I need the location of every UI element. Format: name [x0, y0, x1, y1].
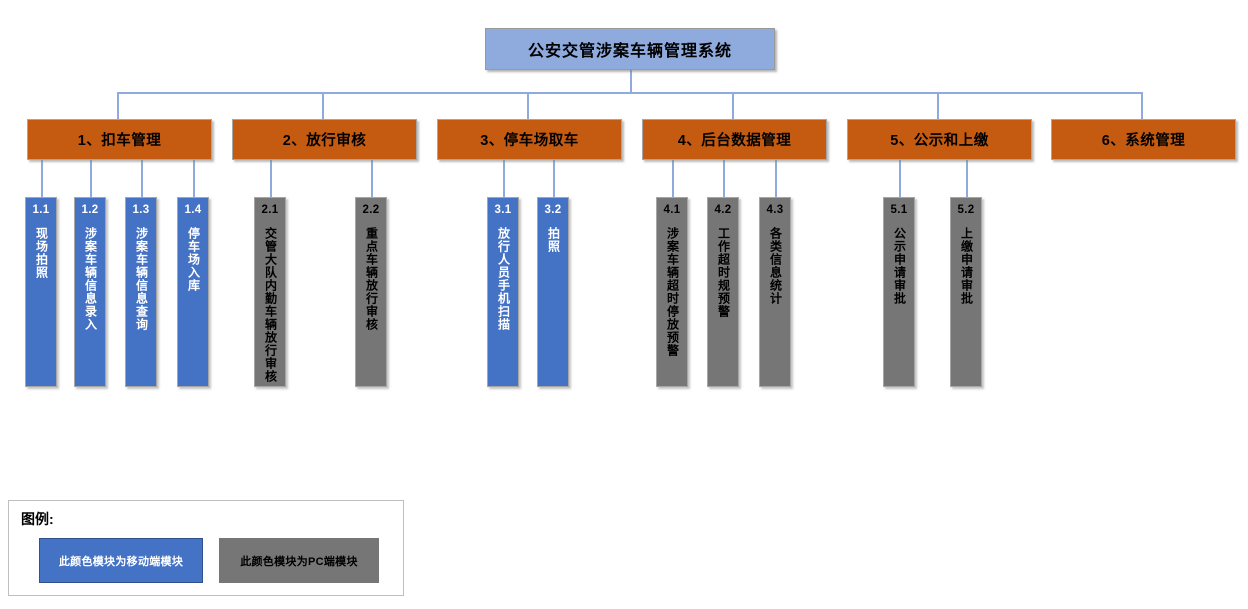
legend-swatch-pc: 此颜色模块为PC端模块: [219, 538, 379, 583]
leaf-node-3-1-number: 3.1: [494, 204, 512, 216]
leaf-node-2-1-label: 交管大队内勤车辆放行审核: [263, 227, 278, 383]
leaf-node-4-2[interactable]: 4.2 工作超时规预警: [707, 197, 739, 387]
connector-to-leaf-4-1: [672, 160, 674, 197]
legend-swatch-pc-label: 此颜色模块为PC端模块: [240, 555, 358, 568]
leaf-node-5-1-number: 5.1: [890, 204, 908, 216]
connector-to-leaf-1-4: [193, 160, 195, 197]
legend-swatch-mobile: 此颜色模块为移动端模块: [39, 538, 203, 583]
leaf-node-5-2-label: 上缴申请审批: [959, 227, 974, 305]
group-node-1-label: 1、扣车管理: [77, 133, 162, 149]
connector-to-leaf-5-2: [966, 160, 968, 197]
leaf-node-5-2[interactable]: 5.2 上缴申请审批: [950, 197, 982, 387]
leaf-node-5-2-number: 5.2: [957, 204, 975, 216]
connector-to-group-1: [117, 92, 119, 119]
connector-level1-bus: [117, 92, 1141, 94]
leaf-node-1-2[interactable]: 1.2 涉案车辆信息录入: [74, 197, 106, 387]
group-node-2-label: 2、放行审核: [282, 133, 367, 149]
leaf-node-3-2[interactable]: 3.2 拍照: [537, 197, 569, 387]
leaf-node-5-1[interactable]: 5.1 公示申请审批: [883, 197, 915, 387]
leaf-node-2-1-number: 2.1: [261, 204, 279, 216]
leaf-node-1-4-number: 1.4: [184, 204, 202, 216]
root-node-label: 公安交管涉案车辆管理系统: [527, 43, 732, 60]
connector-root-stem: [630, 70, 632, 92]
leaf-node-1-3[interactable]: 1.3 涉案车辆信息查询: [125, 197, 157, 387]
group-node-6[interactable]: 6、系统管理: [1051, 119, 1236, 160]
leaf-node-2-2-label: 重点车辆放行审核: [364, 227, 379, 331]
group-node-6-label: 6、系统管理: [1101, 133, 1186, 149]
leaf-node-3-2-number: 3.2: [544, 204, 562, 216]
connector-to-leaf-1-1: [41, 160, 43, 197]
leaf-node-2-2-number: 2.2: [362, 204, 380, 216]
connector-to-leaf-3-2: [553, 160, 555, 197]
leaf-node-4-3[interactable]: 4.3 各类信息统计: [759, 197, 791, 387]
leaf-node-1-2-label: 涉案车辆信息录入: [83, 227, 98, 331]
group-node-4[interactable]: 4、后台数据管理: [642, 119, 827, 160]
connector-to-group-2: [322, 92, 324, 119]
leaf-node-4-2-number: 4.2: [714, 204, 732, 216]
connector-to-group-4: [732, 92, 734, 119]
legend-swatch-mobile-label: 此颜色模块为移动端模块: [58, 555, 184, 568]
group-node-3-label: 3、停车场取车: [480, 133, 579, 149]
group-node-2[interactable]: 2、放行审核: [232, 119, 417, 160]
group-node-5[interactable]: 5、公示和上缴: [847, 119, 1032, 160]
connector-to-leaf-3-1: [503, 160, 505, 197]
root-node-system-title[interactable]: 公安交管涉案车辆管理系统: [485, 28, 775, 70]
leaf-node-1-4[interactable]: 1.4 停车场入库: [177, 197, 209, 387]
connector-to-group-5: [937, 92, 939, 119]
legend-title: 图例:: [21, 511, 54, 527]
leaf-node-4-1-number: 4.1: [663, 204, 681, 216]
connector-to-leaf-2-2: [371, 160, 373, 197]
leaf-node-1-1-label: 现场拍照: [34, 227, 49, 279]
connector-to-leaf-4-2: [723, 160, 725, 197]
leaf-node-1-4-label: 停车场入库: [186, 227, 201, 292]
leaf-node-3-2-label: 拍照: [546, 227, 561, 253]
group-node-3[interactable]: 3、停车场取车: [437, 119, 622, 160]
connector-to-leaf-4-3: [775, 160, 777, 197]
connector-to-group-3: [527, 92, 529, 119]
leaf-node-4-1-label: 涉案车辆超时停放预警: [665, 227, 680, 357]
leaf-node-2-2[interactable]: 2.2 重点车辆放行审核: [355, 197, 387, 387]
legend-panel: 图例: 此颜色模块为移动端模块 此颜色模块为PC端模块: [8, 500, 404, 596]
leaf-node-4-1[interactable]: 4.1 涉案车辆超时停放预警: [656, 197, 688, 387]
leaf-node-1-1[interactable]: 1.1 现场拍照: [25, 197, 57, 387]
group-node-4-label: 4、后台数据管理: [677, 133, 792, 149]
leaf-node-3-1[interactable]: 3.1 放行人员手机扫描: [487, 197, 519, 387]
connector-to-group-6: [1141, 92, 1143, 119]
leaf-node-1-3-label: 涉案车辆信息查询: [134, 227, 149, 331]
leaf-node-1-3-number: 1.3: [132, 204, 150, 216]
leaf-node-2-1[interactable]: 2.1 交管大队内勤车辆放行审核: [254, 197, 286, 387]
leaf-node-3-1-label: 放行人员手机扫描: [496, 227, 511, 331]
leaf-node-1-1-number: 1.1: [32, 204, 50, 216]
leaf-node-4-3-label: 各类信息统计: [768, 227, 783, 305]
connector-to-leaf-1-2: [90, 160, 92, 197]
leaf-node-1-2-number: 1.2: [81, 204, 99, 216]
connector-to-leaf-1-3: [141, 160, 143, 197]
leaf-node-4-3-number: 4.3: [766, 204, 784, 216]
group-node-1[interactable]: 1、扣车管理: [27, 119, 212, 160]
connector-to-leaf-5-1: [899, 160, 901, 197]
leaf-node-5-1-label: 公示申请审批: [892, 227, 907, 305]
connector-to-leaf-2-1: [270, 160, 272, 197]
leaf-node-4-2-label: 工作超时规预警: [716, 227, 731, 318]
group-node-5-label: 5、公示和上缴: [890, 133, 989, 149]
